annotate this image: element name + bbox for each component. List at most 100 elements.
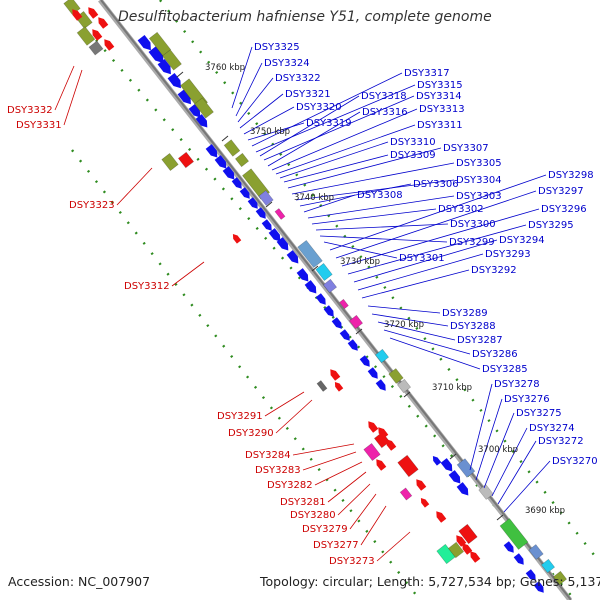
forward-gene-block [396, 378, 412, 394]
forward-label-connector [287, 147, 442, 189]
reverse-gene-label: DSY3282 [267, 480, 313, 491]
reverse-gene-arrow-shape [330, 369, 341, 381]
forward-gene-block-body [552, 570, 568, 586]
reverse-gene-arrow-shape [232, 234, 242, 244]
forward-label-connector [299, 183, 412, 207]
reverse-gene-label: DSY3332 [7, 105, 53, 116]
forward-gene-arrow [195, 114, 208, 128]
reverse-gene-block [316, 380, 328, 392]
forward-label-connector [259, 95, 360, 157]
forward-gene-block [339, 298, 349, 310]
forward-gene-label: DSY3286 [472, 349, 518, 360]
reverse-gene-label: DSY3283 [255, 465, 301, 476]
forward-gene-block [552, 570, 568, 586]
forward-label-connector [367, 305, 441, 314]
reverse-gene-arrow [232, 234, 242, 244]
reverse-label-connector [171, 261, 205, 287]
forward-gene-block [348, 314, 364, 330]
forward-gene-block-body [456, 458, 476, 478]
reverse-gene-arrow [88, 7, 99, 19]
forward-gene-arrow-shape [286, 250, 299, 264]
forward-gene-block-body [297, 239, 323, 269]
forward-label-connector [469, 383, 493, 471]
forward-gene-label: DSY3317 [404, 68, 450, 79]
forward-gene-arrow [261, 219, 272, 231]
forward-gene-arrow [286, 250, 299, 264]
forward-label-connector [231, 46, 253, 109]
forward-gene-label: DSY3325 [254, 42, 300, 53]
reverse-label-connector [349, 493, 377, 530]
forward-label-connector [335, 190, 537, 259]
reverse-gene-block-body [177, 151, 195, 169]
forward-gene-label: DSY3295 [528, 220, 574, 231]
reverse-gene-arrow [330, 369, 341, 381]
reverse-gene-block [399, 487, 413, 501]
reverse-gene-arrow [470, 551, 481, 563]
forward-gene-block-body [396, 378, 412, 394]
forward-gene-arrow-shape [268, 228, 281, 242]
kbp-tick [265, 201, 273, 208]
kbp-mark-label: 3710 kbp [432, 383, 472, 393]
forward-gene-label: DSY3285 [482, 364, 528, 375]
forward-label-connector [503, 460, 551, 513]
forward-gene-label: DSY3308 [357, 190, 403, 201]
forward-gene-arrow [359, 355, 370, 367]
kbp-mark-label: 3730 kbp [340, 257, 380, 267]
forward-gene-arrow-shape [214, 155, 227, 169]
forward-gene-label: DSY3274 [529, 423, 575, 434]
forward-gene-block [297, 239, 323, 269]
forward-label-connector [341, 208, 540, 267]
reverse-gene-block [447, 541, 465, 559]
forward-gene-arrow-shape [239, 187, 250, 199]
reverse-gene-arrow [432, 456, 442, 466]
forward-gene-label: DSY3305 [456, 158, 502, 169]
reverse-gene-arrow-shape [368, 421, 379, 433]
reverse-gene-arrow-shape [376, 459, 387, 471]
forward-gene-label: DSY3292 [471, 265, 517, 276]
forward-gene-arrow [331, 317, 342, 329]
forward-gene-block-body [194, 97, 214, 119]
forward-gene-block [315, 262, 333, 282]
forward-gene-label: DSY3322 [275, 73, 321, 84]
reverse-gene-arrow-shape [386, 439, 397, 451]
forward-gene-label: DSY3298 [548, 170, 594, 181]
forward-gene-label: DSY3307 [443, 143, 489, 154]
forward-label-connector [497, 440, 537, 505]
forward-gene-label: DSY3309 [390, 150, 436, 161]
outermost-tick-ring [159, 0, 599, 561]
reverse-gene-arrow-shape [378, 427, 389, 439]
reverse-gene-block-body [363, 442, 381, 462]
forward-gene-block-body [322, 278, 338, 294]
forward-gene-arrow [167, 72, 181, 89]
reverse-gene-label: DSY3279 [302, 524, 348, 535]
forward-gene-block-body [234, 152, 250, 168]
forward-gene-arrow-shape [255, 207, 266, 219]
forward-gene-arrow-shape [448, 470, 461, 484]
kbp-mark-label: 3700 kbp [478, 445, 518, 455]
forward-gene-arrow [448, 470, 461, 484]
reverse-gene-block-body [447, 541, 465, 559]
reverse-label-connector [275, 399, 313, 434]
forward-label-connector [491, 427, 528, 497]
kbp-tick [449, 453, 457, 460]
forward-gene-arrow [296, 268, 309, 282]
reverse-gene-arrow-shape [436, 511, 447, 523]
kbp-tick [403, 391, 411, 398]
forward-gene-block [478, 484, 494, 500]
forward-label-connector [247, 122, 305, 141]
forward-gene-arrow [222, 166, 235, 180]
forward-gene-block-body [388, 368, 404, 384]
reverse-gene-block [458, 523, 478, 545]
forward-gene-label: DSY3276 [504, 394, 550, 405]
reverse-label-connector [116, 167, 153, 206]
forward-gene-block-body [258, 190, 274, 206]
forward-gene-label: DSY3320 [296, 102, 342, 113]
forward-gene-arrow-shape [148, 45, 164, 64]
forward-gene-arrow-shape [167, 72, 181, 89]
forward-label-connector [311, 208, 437, 225]
forward-gene-arrow [148, 45, 164, 64]
reverse-gene-block-body [397, 454, 419, 478]
forward-label-connector [237, 77, 274, 123]
forward-label-connector [279, 141, 389, 179]
reverse-gene-arrow [72, 9, 83, 21]
